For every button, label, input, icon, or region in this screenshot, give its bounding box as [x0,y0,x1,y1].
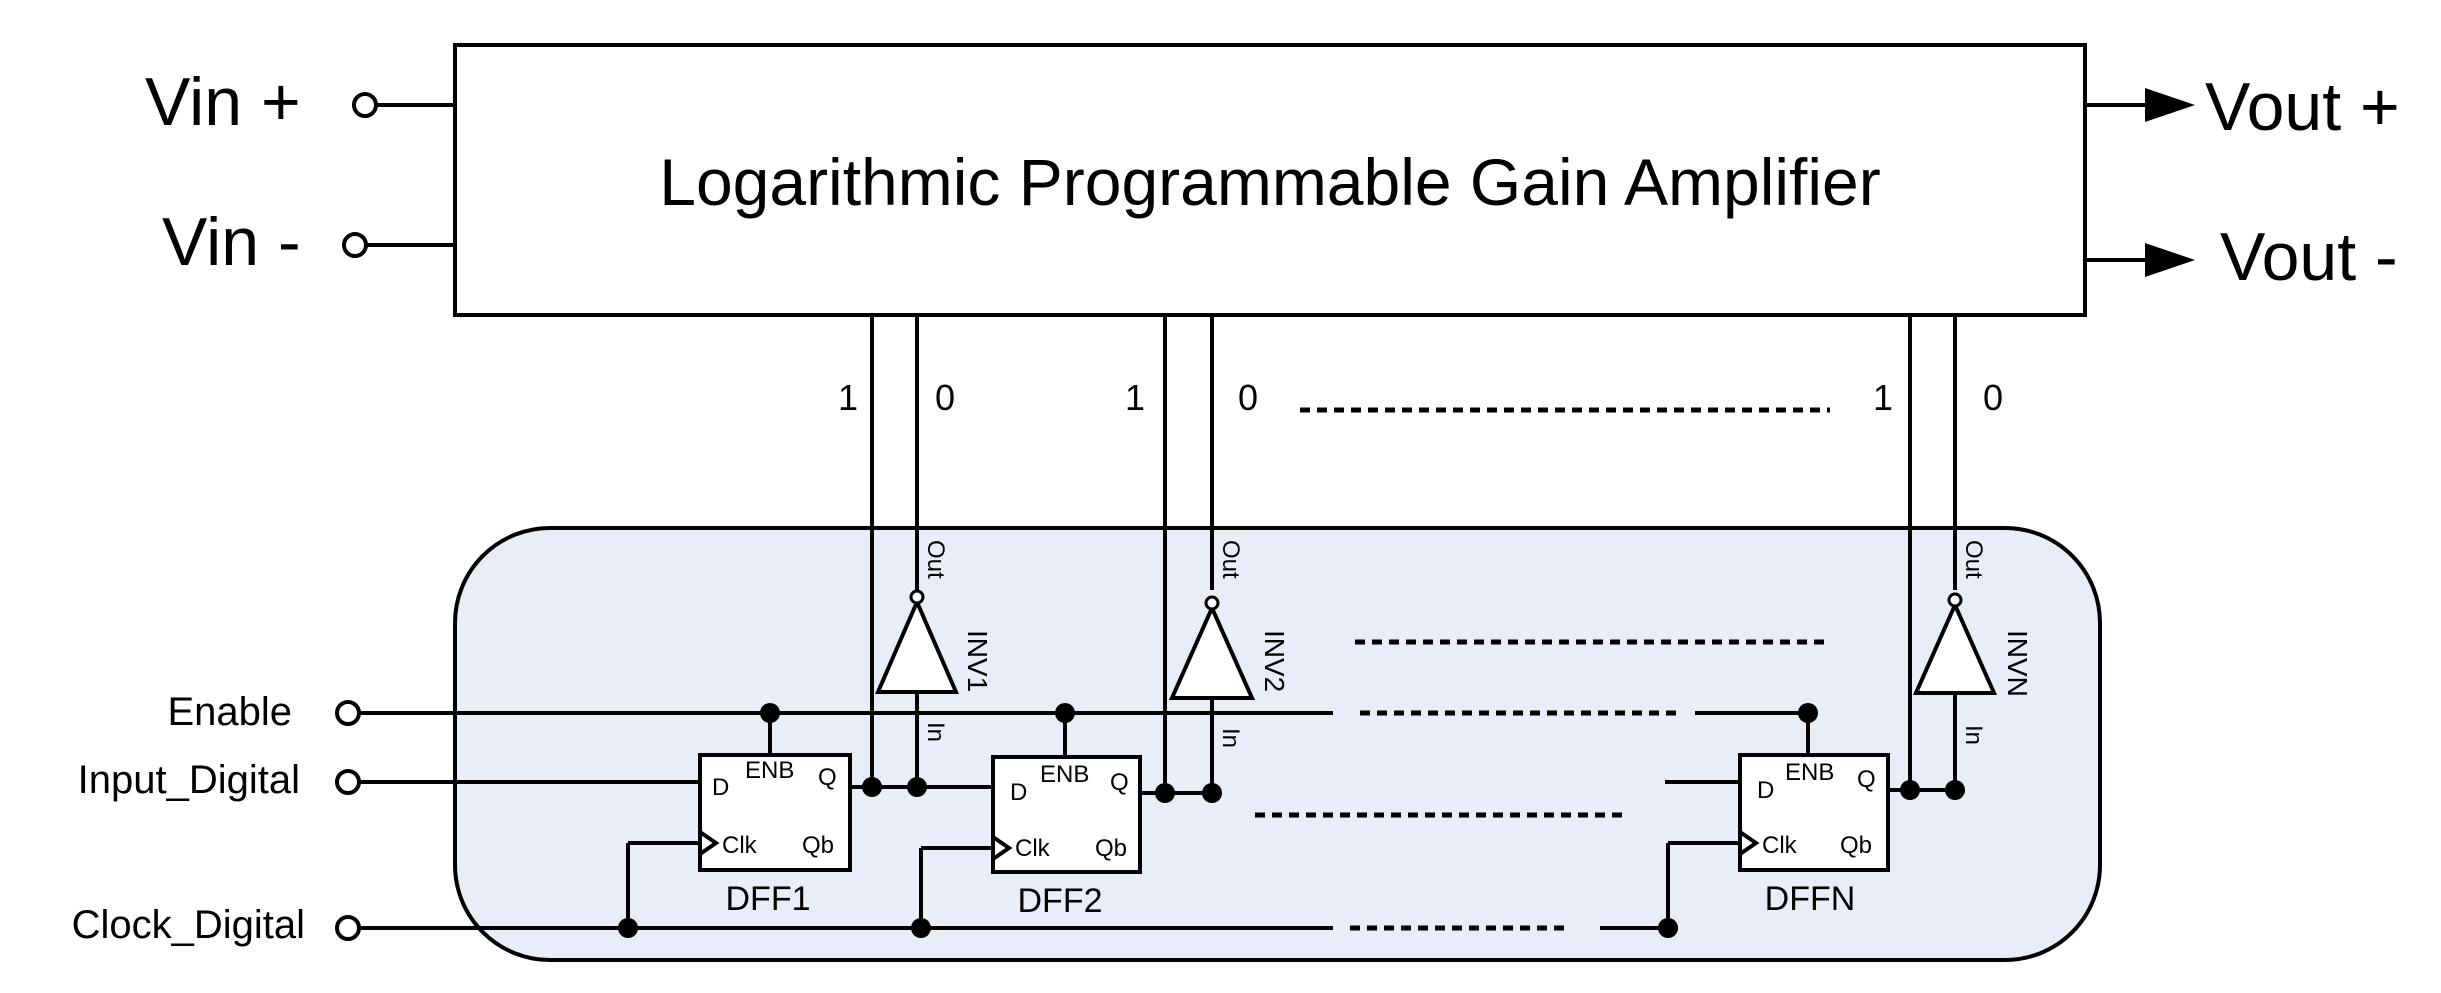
input-digital-label: Input_Digital [78,758,300,802]
input-digital-terminal [335,769,361,795]
dff1-pin-d: D [712,774,729,801]
inv2-pin-out: Out [1217,540,1244,579]
vin-minus-label: Vin - [162,204,301,280]
vout-minus-label: Vout - [2220,219,2398,295]
bit-zero-label-1: 0 [935,377,955,418]
control-logic-panel [453,526,2102,962]
dffn-clock-marker [1738,830,1760,856]
junction-dot [862,777,882,797]
inv1-pin-out: Out [922,540,949,579]
enable-label: Enable [167,690,292,734]
invn-label: INVN [2002,630,2033,697]
junction-dot [1945,780,1965,800]
junction-dot [1798,703,1818,723]
bit-one-label-2: 1 [1125,377,1145,418]
vout-minus-arrow [2145,243,2195,277]
junction-dot [1055,703,1075,723]
invn-pin-in: In [1960,725,1987,745]
dff1-pin-qb: Qb [802,832,834,859]
vout-plus-arrow [2145,88,2195,122]
amplifier-label: Logarithmic Programmable Gain Amplifier [659,145,1880,219]
dff2-pin-qb: Qb [1095,835,1127,862]
dffn-pin-qb: Qb [1840,832,1872,859]
amplifier-block [453,43,2087,317]
dff1-pin-q: Q [818,764,837,791]
inv1-pin-in: In [922,722,949,742]
vout-plus-label: Vout + [2205,69,2400,145]
inv2-label: INV2 [1259,630,1290,692]
bit-one-label-n: 1 [1873,377,1893,418]
junction-dot [618,918,638,938]
junction-dot [911,918,931,938]
junction-dot [1202,783,1222,803]
dffn-pin-d: D [1757,777,1774,804]
dff2-label: DFF2 [1018,882,1103,920]
dffn-pin-clk: Clk [1762,832,1798,859]
junction-dot [1658,918,1678,938]
junction-dot [1900,780,1920,800]
dff2-pin-clk: Clk [1015,835,1051,862]
bit-zero-label-2: 0 [1238,377,1258,418]
bit-one-label-1: 1 [838,377,858,418]
junction-dot [760,703,780,723]
dff1-block [698,753,852,872]
vin-minus-terminal [342,232,368,258]
dffn-label: DFFN [1765,880,1856,918]
invn-pin-out: Out [1960,540,1987,579]
junction-dot [1155,783,1175,803]
clock-digital-label: Clock_Digital [72,903,305,947]
dffn-pin-enb: ENB [1785,759,1834,786]
dff1-clock-marker [698,830,720,856]
vin-plus-label: Vin + [145,64,301,140]
dff1-pin-clk: Clk [722,832,758,859]
dff2-pin-d: D [1010,779,1027,806]
vin-plus-terminal [352,92,378,118]
dff1-label: DFF1 [726,880,811,918]
dffn-block [1738,753,1890,872]
bit-zero-label-n: 0 [1983,377,2003,418]
clock-digital-terminal [335,915,361,941]
inv1-label: INV1 [962,630,993,692]
dff2-clock-marker [991,835,1013,861]
enable-terminal [335,700,361,726]
dff2-pin-enb: ENB [1040,761,1089,788]
dff2-pin-q: Q [1110,769,1129,796]
inv2-pin-in: In [1217,728,1244,748]
dff1-pin-enb: ENB [745,757,794,784]
junction-dot [907,777,927,797]
dffn-pin-q: Q [1857,766,1876,793]
